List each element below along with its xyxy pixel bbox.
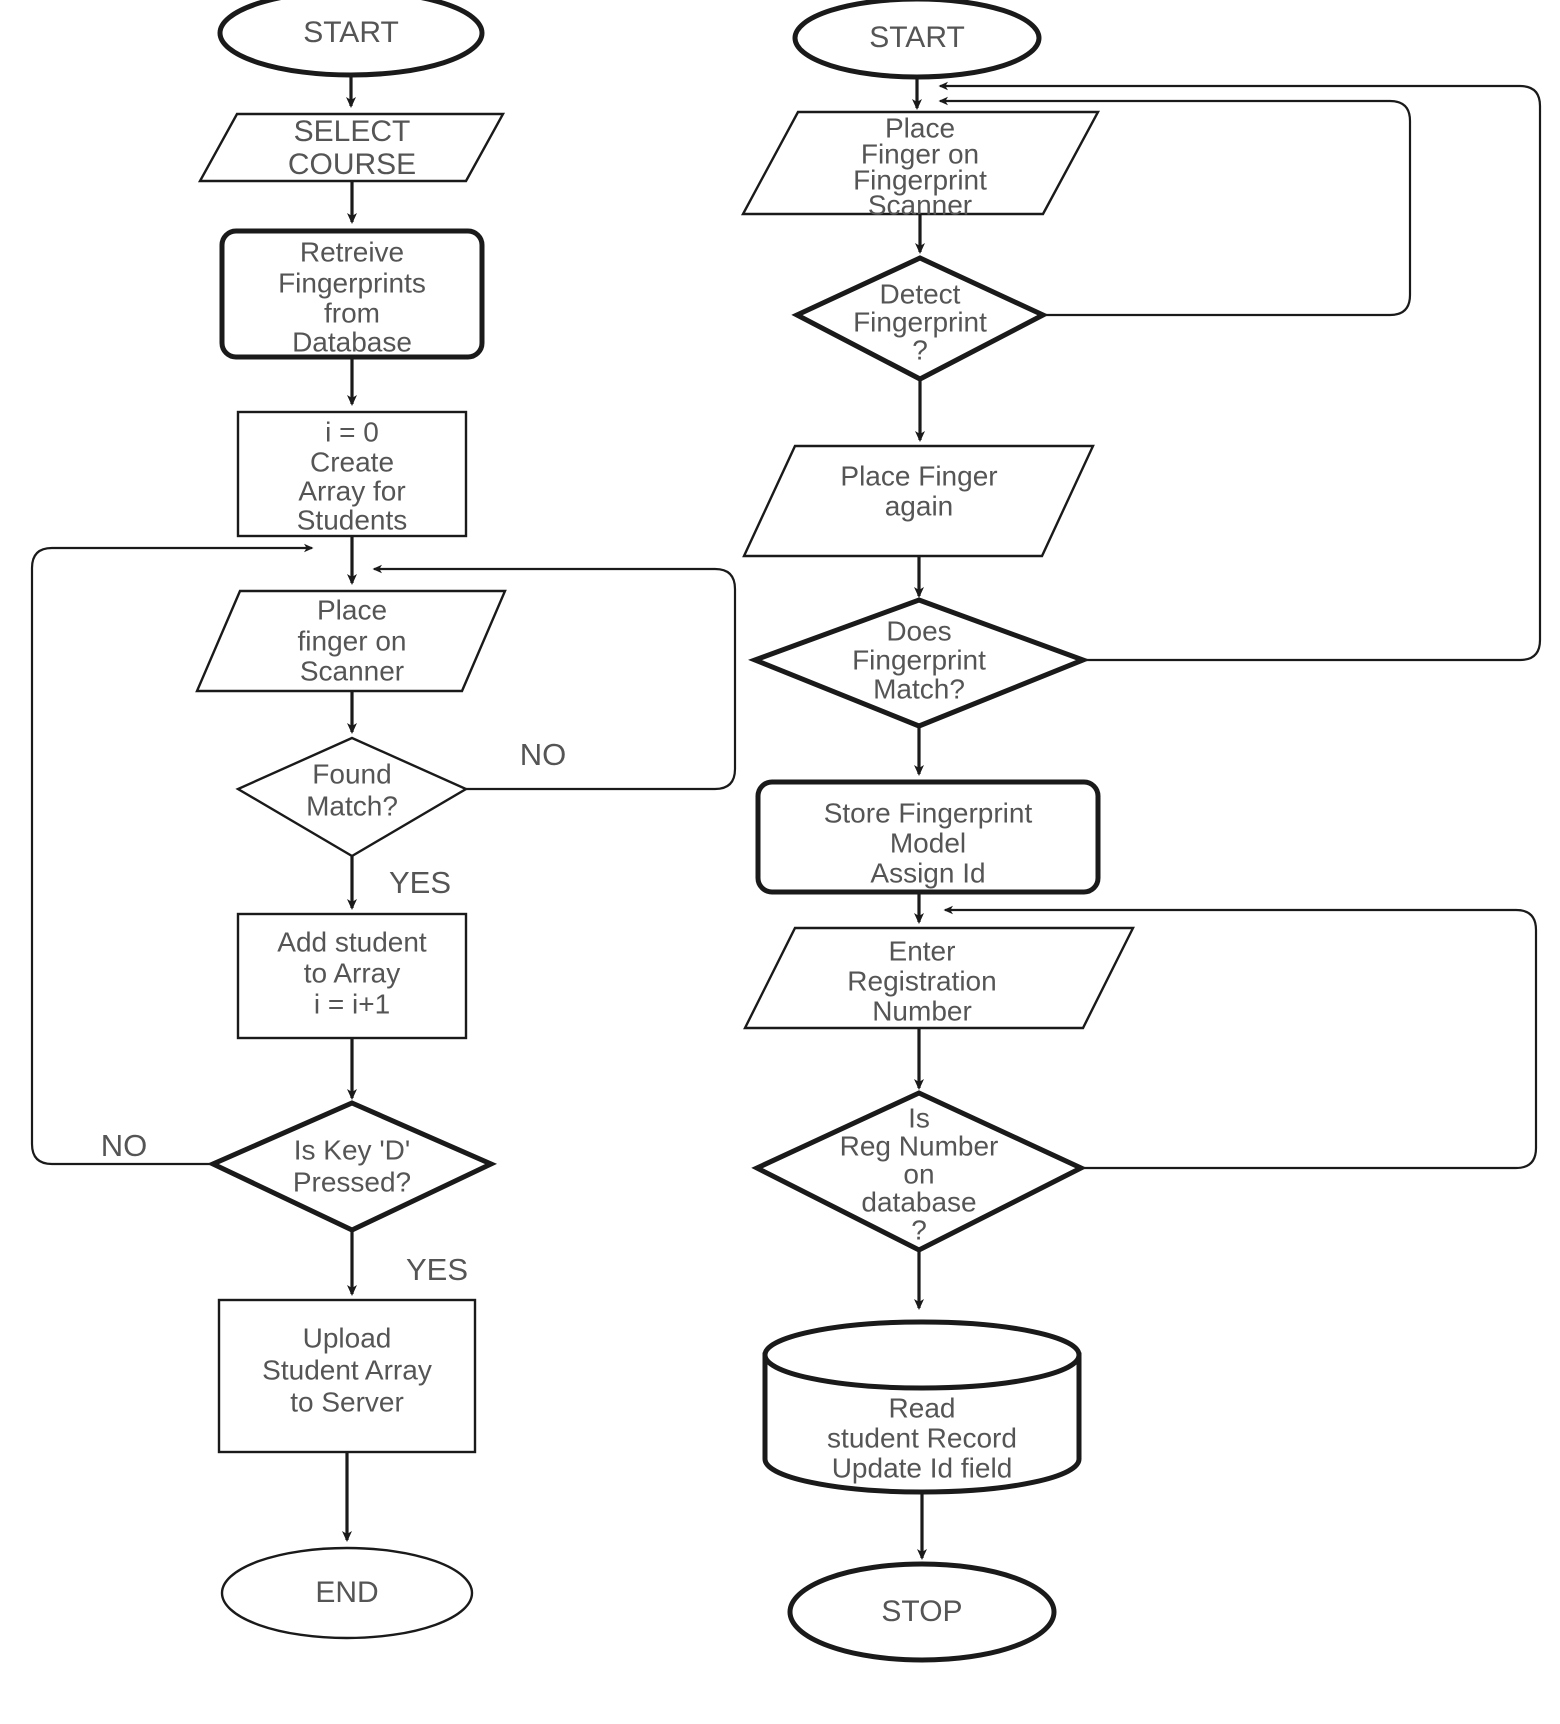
- node-place-finger-again: Place Finger again: [742, 444, 1095, 558]
- node-text-line: Store Fingerprint: [824, 797, 1033, 828]
- node-detect-fingerprint-decision: Detect Fingerprint ?: [791, 255, 1049, 382]
- node-text-line: Place: [317, 594, 387, 625]
- node-text-line: Array for: [298, 475, 405, 506]
- node-text-line: Fingerprints: [278, 267, 426, 298]
- edge-label-yes: YES: [406, 1252, 468, 1287]
- node-text-line: Place: [885, 112, 955, 143]
- node-text-line: Enter: [889, 935, 956, 966]
- node-text-line: i = 0: [325, 416, 379, 447]
- node-text-line: Student Array: [262, 1354, 432, 1385]
- node-enter-registration-number: Enter Registration Number: [743, 926, 1135, 1030]
- node-text-line: Read: [889, 1392, 956, 1423]
- node-text: START: [869, 21, 965, 54]
- node-text-line: Retreive: [300, 236, 404, 267]
- node-text-line: from: [324, 297, 380, 328]
- node-select-course: SELECT COURSE: [197, 112, 506, 183]
- node-text-line: Update Id field: [832, 1452, 1013, 1483]
- node-text-line: ?: [912, 334, 928, 365]
- node-text: END: [315, 1576, 378, 1609]
- node-text-line: finger on: [298, 625, 407, 656]
- node-text-line: Match?: [306, 790, 398, 821]
- node-left-end: END: [220, 1546, 474, 1640]
- node-place-finger-scanner: Place finger on Scanner: [195, 589, 507, 693]
- edge-r5-no-loopback: [938, 81, 1542, 662]
- node-store-fingerprint-model: Store Fingerprint Model Assign Id: [755, 779, 1101, 895]
- node-text-line: again: [885, 490, 954, 521]
- node-text: STOP: [881, 1595, 962, 1628]
- node-text-line: Number: [872, 995, 972, 1026]
- node-text-line: to Server: [290, 1386, 404, 1417]
- node-place-finger-fingerprint-scanner: Place Finger on Fingerprint Scanner: [740, 110, 1101, 220]
- node-text-line: Scanner: [300, 655, 404, 686]
- node-text-line: Database: [292, 326, 412, 357]
- edge-label-yes: YES: [389, 865, 451, 900]
- node-retrieve-fingerprints: Retreive Fingerprints from Database: [219, 228, 485, 360]
- node-text-line: to Array: [304, 957, 400, 988]
- node-text-line: Fingerprint: [853, 164, 987, 195]
- node-text-line: Found: [312, 758, 391, 789]
- node-text-line: Assign Id: [870, 857, 985, 888]
- node-upload-array: Upload Student Array to Server: [217, 1298, 477, 1454]
- edge-l8-no-loopback: [30, 543, 352, 1166]
- node-text-line: Is Key 'D': [294, 1134, 411, 1165]
- node-text-line: Fingerprint: [853, 306, 987, 337]
- node-found-match-decision: Found Match?: [235, 736, 469, 858]
- node-text-line: SELECT: [294, 115, 411, 148]
- node-text-line: Pressed?: [293, 1166, 411, 1197]
- node-text-line: Does: [886, 615, 951, 646]
- node-read-student-record-database: Read student Record Update Id field: [762, 1319, 1082, 1495]
- node-text-line: Students: [297, 504, 408, 535]
- node-text-line: Is: [908, 1102, 930, 1133]
- node-text-line: Model: [890, 827, 966, 858]
- node-add-student: Add student to Array i = i+1: [236, 912, 468, 1040]
- edge-r8-loopback: [943, 905, 1538, 1170]
- node-text-line: Place Finger: [840, 460, 997, 491]
- node-fingerprint-match-decision: Does Fingerprint Match?: [748, 597, 1090, 729]
- node-text-line: Match?: [873, 673, 965, 704]
- node-text-line: on: [903, 1158, 934, 1189]
- node-text-line: Detect: [880, 278, 961, 309]
- node-create-array: i = 0 Create Array for Students: [236, 410, 468, 538]
- node-text-line: Reg Number: [840, 1130, 999, 1161]
- node-text-line: Add student: [277, 926, 427, 957]
- node-text: START: [303, 16, 399, 49]
- node-right-start: START: [792, 0, 1042, 80]
- node-text-line: i = i+1: [314, 988, 390, 1019]
- edge-label-no: NO: [101, 1128, 148, 1163]
- node-text-line: ?: [911, 1214, 927, 1245]
- node-text-line: Finger on: [861, 138, 979, 169]
- node-reg-number-decision: Is Reg Number on database ?: [751, 1090, 1087, 1253]
- edge-l6-no-loopback: [372, 564, 737, 791]
- node-text-line: database: [861, 1186, 976, 1217]
- node-left-start: START: [217, 0, 485, 78]
- edge-label-no: NO: [520, 737, 567, 772]
- edge-r3-no-loopback: [938, 96, 1412, 317]
- node-right-stop: STOP: [787, 1561, 1057, 1663]
- node-text-line: COURSE: [288, 148, 416, 181]
- node-text-line: Create: [310, 446, 394, 477]
- node-key-d-decision: Is Key 'D' Pressed?: [206, 1100, 498, 1233]
- node-text-line: Registration: [847, 965, 996, 996]
- node-text-line: Fingerprint: [852, 644, 986, 675]
- node-text-line: Upload: [303, 1322, 392, 1353]
- node-text-line: student Record: [827, 1422, 1017, 1453]
